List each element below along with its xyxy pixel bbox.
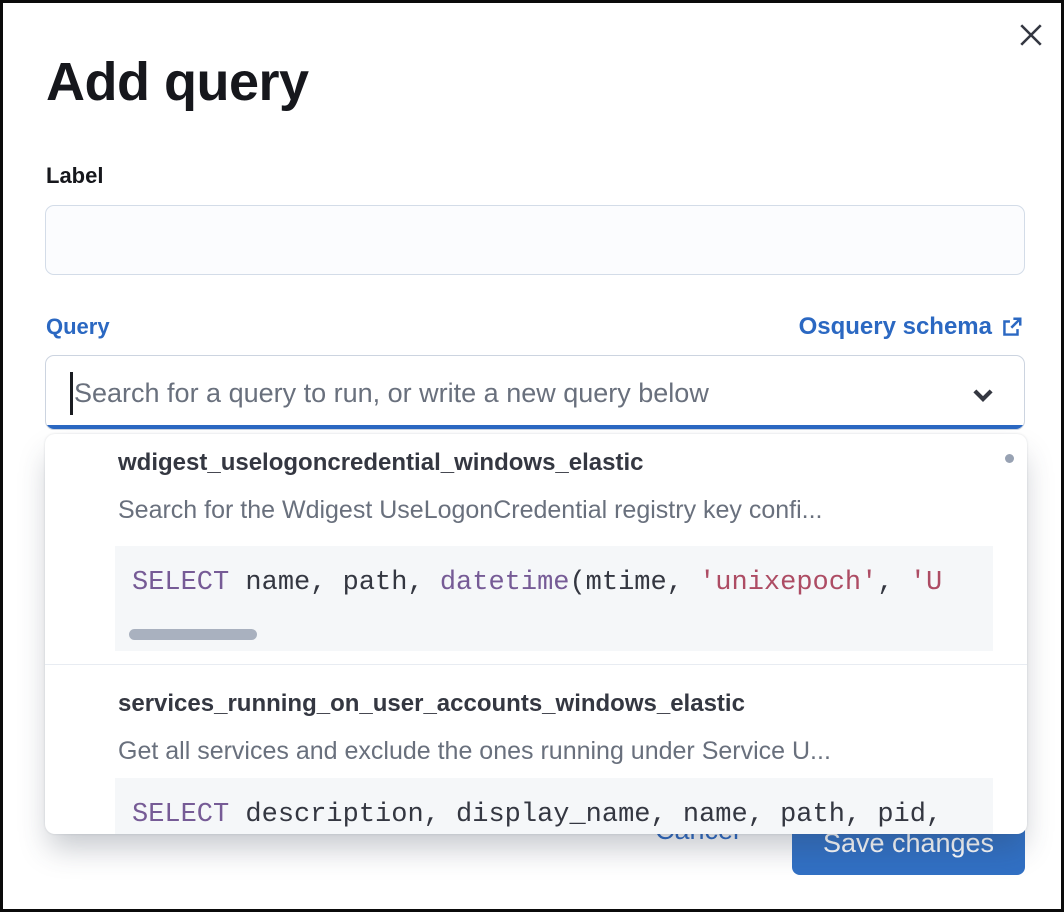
label-field-label: Label — [46, 163, 104, 188]
modal-title: Add query — [46, 52, 309, 112]
sql-code: SELECT name, path, datetime(mtime, 'unix… — [132, 568, 943, 598]
osquery-schema-link[interactable]: Osquery schema — [799, 313, 1023, 341]
close-icon[interactable] — [1013, 17, 1049, 53]
text-caret — [70, 372, 73, 415]
query-option-description: Get all services and exclude the ones ru… — [118, 737, 831, 765]
query-option-sql-preview: SELECT description, display_name, name, … — [115, 778, 993, 834]
vertical-scrollbar-thumb[interactable] — [1005, 454, 1014, 463]
option-divider — [45, 664, 1027, 665]
query-option-sql-preview: SELECT name, path, datetime(mtime, 'unix… — [115, 546, 993, 651]
label-input[interactable] — [45, 205, 1025, 275]
external-link-icon — [1003, 317, 1022, 336]
query-option-name: services_running_on_user_accounts_window… — [118, 690, 745, 717]
query-field-label: Query — [46, 314, 110, 339]
query-search-placeholder: Search for a query to run, or write a ne… — [74, 378, 709, 408]
sql-code: SELECT description, display_name, name, … — [132, 800, 943, 830]
focus-underline — [46, 425, 1024, 429]
query-suggestions-dropdown: wdigest_uselogoncredential_windows_elast… — [45, 434, 1027, 834]
query-option-description: Search for the Wdigest UseLogonCredentia… — [118, 496, 823, 524]
query-search-combobox[interactable]: Search for a query to run, or write a ne… — [45, 355, 1025, 430]
query-option-name: wdigest_uselogoncredential_windows_elast… — [118, 449, 644, 476]
osquery-schema-link-label: Osquery schema — [798, 313, 992, 340]
horizontal-scrollbar-thumb[interactable] — [129, 629, 257, 640]
chevron-down-icon[interactable] — [970, 382, 996, 408]
